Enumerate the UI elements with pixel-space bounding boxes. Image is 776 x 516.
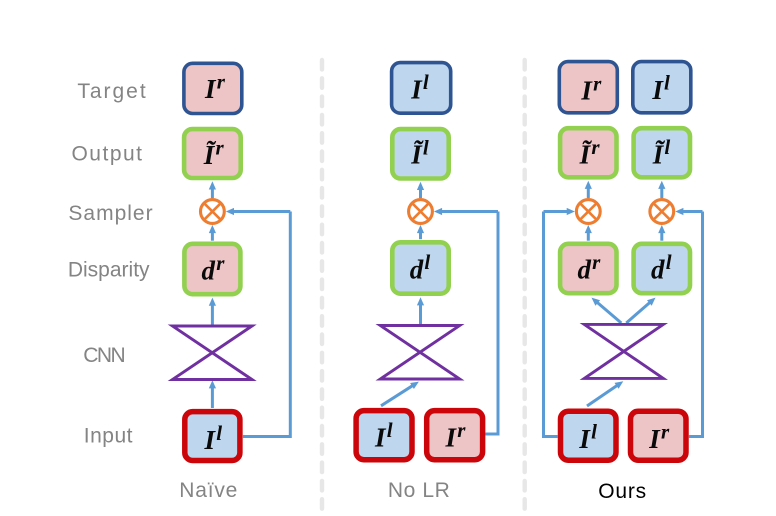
svg-text:CNN: CNN xyxy=(83,344,124,367)
svg-text:Input: Input xyxy=(84,425,133,448)
svg-text:Disparity: Disparity xyxy=(68,259,150,282)
svg-text:Naïve: Naïve xyxy=(179,479,238,502)
svg-text:Ours: Ours xyxy=(598,480,647,503)
svg-text:Output: Output xyxy=(71,142,143,165)
svg-text:Target: Target xyxy=(77,80,147,103)
svg-text:Sampler: Sampler xyxy=(68,202,153,225)
svg-text:No LR: No LR xyxy=(388,479,451,502)
